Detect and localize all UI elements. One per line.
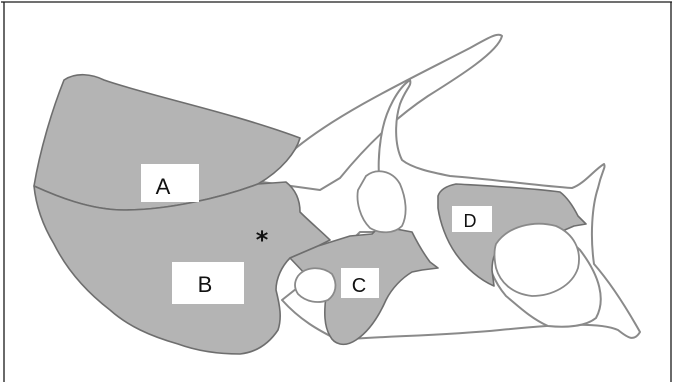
label-d: D [452, 206, 492, 232]
lower-oval-hole [295, 268, 335, 302]
asterisk-marker: * [256, 226, 269, 254]
label-b: B [172, 262, 244, 304]
label-a: A [141, 164, 199, 202]
label-a-text: A [156, 174, 171, 199]
upper-oval-hole [358, 171, 406, 232]
label-b-text: B [198, 272, 213, 297]
large-oval-hole [495, 224, 580, 296]
label-d-text: D [464, 211, 477, 231]
label-c-text: C [352, 275, 366, 297]
label-c: C [341, 268, 379, 298]
